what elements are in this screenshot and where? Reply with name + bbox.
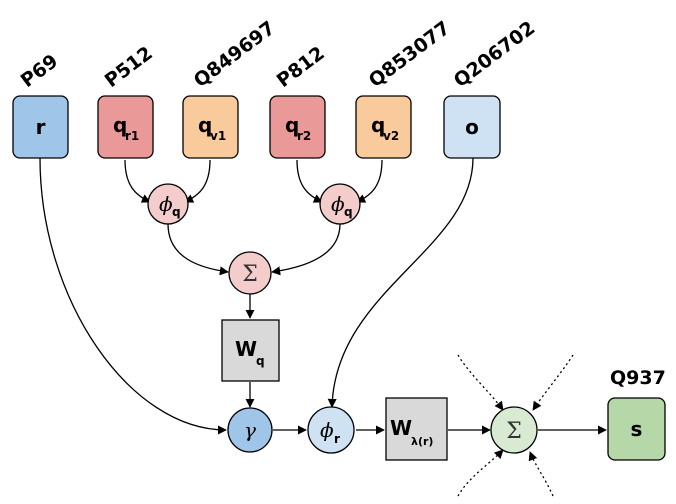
label-qr2: P812 bbox=[273, 42, 329, 92]
node-qr1-symbol: q bbox=[113, 113, 127, 137]
w-q-symbol: W bbox=[235, 337, 257, 361]
node-phi-q-1: ϕ q bbox=[147, 183, 189, 225]
phi-q-2-symbol: ϕ bbox=[331, 192, 345, 216]
node-sum-query: Σ bbox=[228, 251, 272, 295]
label-s: Q937 bbox=[610, 367, 666, 389]
label-r: P69 bbox=[17, 50, 62, 92]
dotted-edges bbox=[457, 354, 574, 497]
phi-r-sub: r bbox=[334, 432, 340, 446]
node-o: o bbox=[443, 95, 501, 159]
node-s: s bbox=[607, 397, 666, 461]
dotted-edge-top-right bbox=[532, 354, 574, 411]
edge-phiq2-sum bbox=[271, 223, 341, 276]
node-qr1-sub: r1 bbox=[125, 129, 139, 143]
node-s-symbol: s bbox=[631, 417, 643, 441]
node-r: r bbox=[12, 95, 69, 159]
edge-qv2-phiq2 bbox=[356, 159, 383, 203]
node-w-q: W q bbox=[221, 319, 280, 382]
node-qv2-symbol: q bbox=[371, 113, 385, 137]
node-phi-q-2: ϕ q bbox=[319, 183, 361, 225]
phi-r-symbol: ϕ bbox=[320, 418, 334, 442]
node-r-symbol: r bbox=[36, 115, 46, 139]
w-q-sub: q bbox=[256, 354, 265, 368]
sum-query-symbol: Σ bbox=[242, 262, 258, 287]
node-sum-final: Σ bbox=[490, 406, 538, 454]
node-qv1: q v1 bbox=[182, 95, 239, 159]
node-qr1: q r1 bbox=[97, 95, 154, 159]
node-qr2: q r2 bbox=[269, 95, 326, 159]
phi-q-2-sub: q bbox=[344, 205, 353, 219]
phi-q-1-sub: q bbox=[172, 205, 181, 219]
node-w-lambda: W λ(r) bbox=[385, 397, 448, 461]
dotted-edge-top-left bbox=[457, 354, 504, 411]
w-lambda-symbol: W bbox=[390, 416, 412, 440]
edge-r-gamma bbox=[39, 157, 227, 435]
label-o: Q206702 bbox=[450, 17, 539, 92]
label-qv1: Q849697 bbox=[190, 17, 279, 92]
node-qv1-sub: v1 bbox=[210, 129, 226, 143]
edge-qr2-phiq2 bbox=[296, 159, 323, 203]
edges bbox=[39, 157, 607, 435]
edge-phiq1-sum bbox=[167, 223, 229, 276]
dotted-edge-bottom-left bbox=[457, 449, 504, 497]
node-qv2-sub: v2 bbox=[383, 129, 399, 143]
sum-final-symbol: Σ bbox=[506, 419, 522, 444]
phi-q-1-symbol: ϕ bbox=[159, 192, 173, 216]
node-phi-r: ϕ r bbox=[307, 406, 355, 454]
edge-qv1-phiq1 bbox=[184, 159, 211, 203]
node-o-symbol: o bbox=[465, 115, 479, 139]
node-qr2-sub: r2 bbox=[297, 129, 311, 143]
node-qv2: q v2 bbox=[355, 95, 412, 159]
edge-o-phir bbox=[327, 157, 474, 408]
edge-qr1-phiq1 bbox=[124, 159, 151, 203]
label-qr1: P512 bbox=[101, 42, 157, 92]
w-lambda-sub: λ(r) bbox=[411, 435, 433, 448]
node-qr2-symbol: q bbox=[285, 113, 299, 137]
node-gamma: γ bbox=[227, 407, 273, 453]
dotted-edge-bottom-right bbox=[528, 451, 554, 497]
gamma-symbol: γ bbox=[244, 418, 256, 442]
node-qv1-symbol: q bbox=[198, 113, 212, 137]
label-qv2: Q853077 bbox=[365, 17, 454, 92]
